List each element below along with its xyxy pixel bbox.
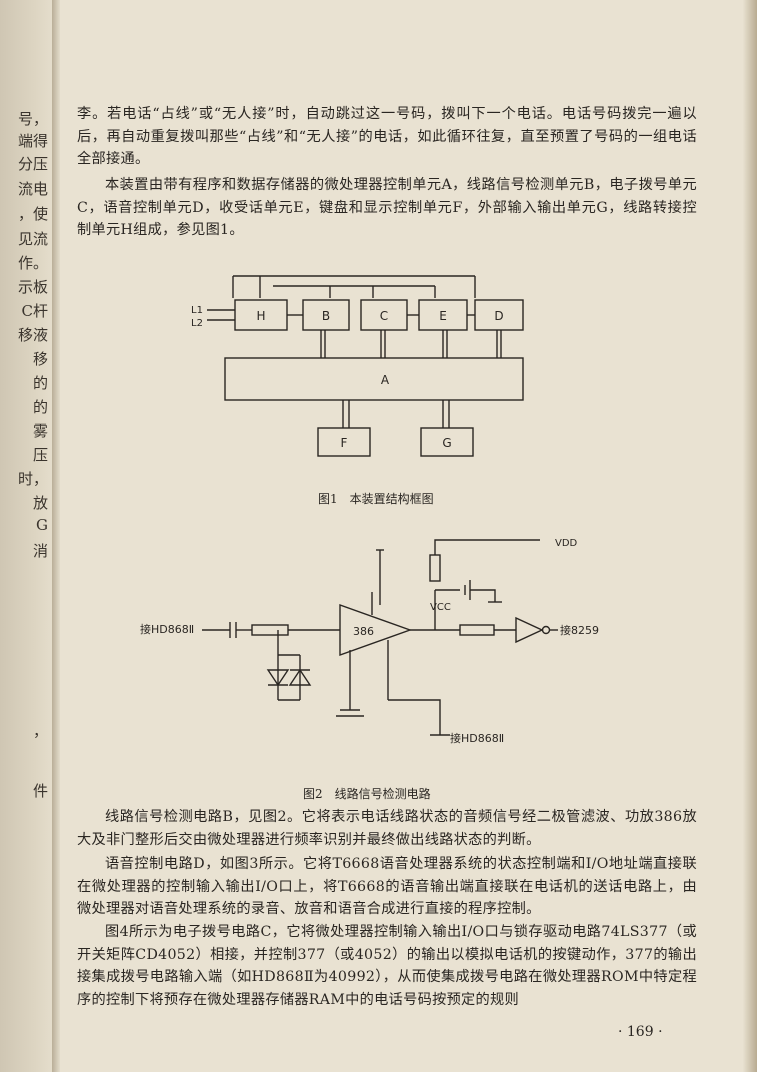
block-g-label: G <box>442 436 451 450</box>
paragraph-2: 本装置由带有程序和数据存储器的微处理器控制单元A，线路信号检测单元B，电子拨号单… <box>77 177 697 239</box>
block-a-label: A <box>381 373 390 387</box>
block-h-label: H <box>256 309 265 323</box>
fragment: 分压 <box>17 155 48 173</box>
fragment: 的 <box>32 398 48 416</box>
fragment: ， <box>32 722 48 740</box>
facing-page-edge <box>0 0 58 1072</box>
fragment: G <box>36 516 48 534</box>
output-label: 接8259 <box>560 624 599 637</box>
vcc-label: VCC <box>430 602 451 613</box>
fragment: 作。 <box>17 254 48 272</box>
amp-label: 386 <box>353 625 374 638</box>
right-page-edge <box>743 0 757 1072</box>
fragment: 压 <box>32 446 48 464</box>
fragment: 雾 <box>32 422 48 440</box>
page-number: · 169 · <box>618 1024 663 1040</box>
fragment: 消 <box>32 542 48 560</box>
bottom-label: 接HD868Ⅱ <box>450 732 504 745</box>
block-e-label: E <box>439 309 447 323</box>
block-f-label: F <box>341 436 348 450</box>
block-d-label: D <box>494 309 503 323</box>
fragment: 号， <box>17 110 48 128</box>
figure-2-caption: 图2 线路信号检测电路 <box>303 787 431 801</box>
line-l1-label: L1 <box>191 305 203 316</box>
fragment: 端得 <box>17 132 48 150</box>
figure-2-circuit: 接HD868Ⅱ 386 VDD VCC 接8259 接HD868Ⅱ <box>140 538 599 745</box>
fragment: 流电 <box>17 180 48 198</box>
line-l2-label: L2 <box>191 318 203 329</box>
paragraph-4: 语音控制电路D，如图3所示。它将T6668语音处理器系统的状态控制端和I/O地址… <box>77 856 697 918</box>
fragment: 放 <box>32 494 48 512</box>
paragraph-5: 图4所示为电子拨号电路C，它将微处理器控制输入输出I/O口与锁存驱动电路74LS… <box>77 924 697 1008</box>
fragment: 见流 <box>17 230 48 248</box>
fragment: ，使 <box>17 205 48 223</box>
figure-1-caption: 图1 本装置结构框图 <box>318 492 434 506</box>
vdd-label: VDD <box>555 538 578 549</box>
book-binding <box>52 0 60 1072</box>
input-label: 接HD868Ⅱ <box>140 623 194 636</box>
paragraph-1: 李。若电话“占线”或“无人接”时，自动跳过这一号码，拨叫下一个电话。电话号码拨完… <box>77 106 697 168</box>
fragment: 移 <box>32 350 48 368</box>
fragment: 件 <box>32 782 48 800</box>
fragment: 示板 <box>17 278 48 296</box>
fragment: 移液 <box>17 326 48 344</box>
fragment: C杆 <box>21 302 48 320</box>
block-c-label: C <box>380 309 388 323</box>
fragment: 时， <box>17 470 48 488</box>
block-b-label: B <box>322 309 330 323</box>
paragraph-3: 线路信号检测电路B，见图2。它将表示电话线路状态的音频信号经二极管滤波、功放38… <box>77 809 697 848</box>
figure-1-block-diagram: H B C E D A F G L1 L2 <box>191 275 524 457</box>
fragment: 的 <box>32 374 48 392</box>
